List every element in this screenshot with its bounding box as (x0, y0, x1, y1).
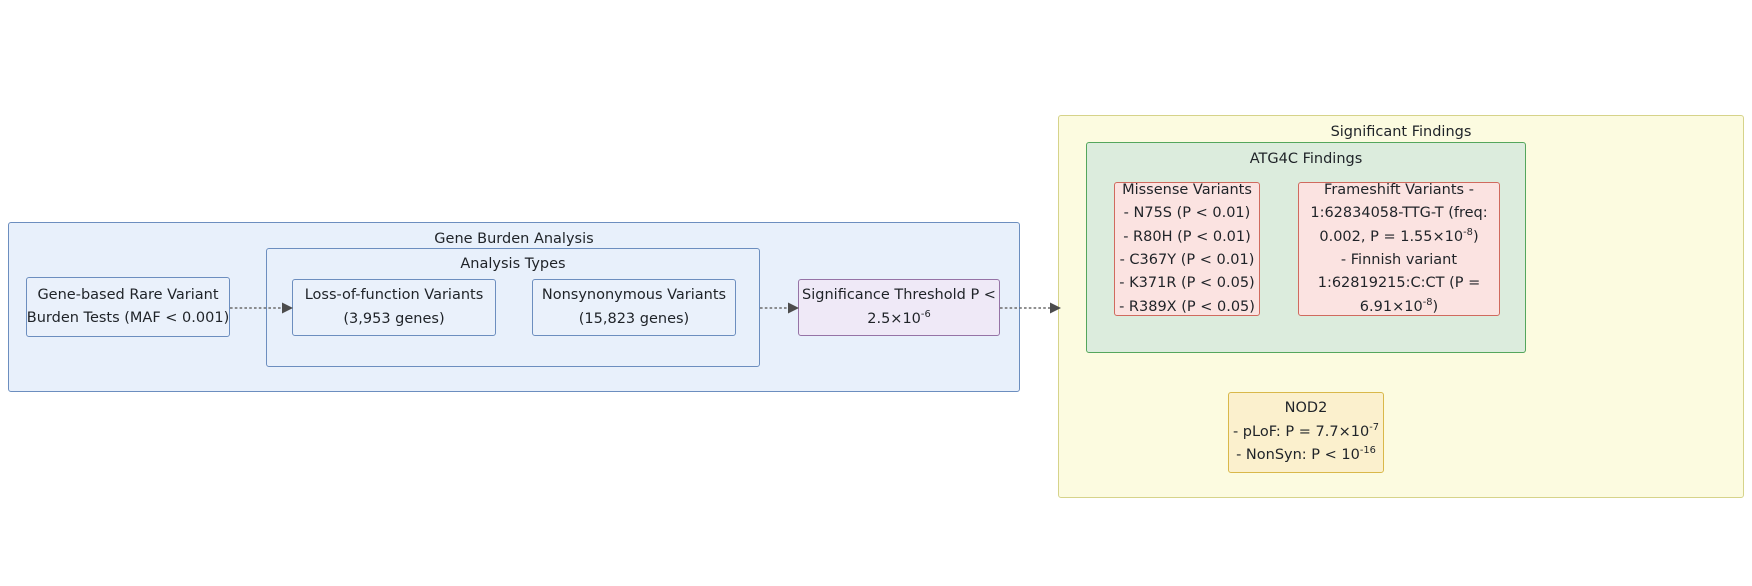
frameshift-line-1: Frameshift Variants - (1324, 181, 1474, 198)
frameshift-line-3-post: ) (1472, 228, 1479, 245)
nod2-plof-exponent: -7 (1369, 421, 1380, 433)
nod2-nonsyn-line: - NonSyn: P < 10-16 (1236, 444, 1376, 467)
nod2-plof-line: - pLoF: P = 7.7×10-7 (1233, 421, 1379, 444)
frameshift-line-6-exponent: -8 (1422, 297, 1433, 309)
missense-item-1: - R80H (P < 0.01) (1123, 228, 1251, 245)
frameshift-line-6: 6.91×10-8) (1360, 296, 1438, 319)
burden-tests-line-1: Gene-based Rare Variant (37, 286, 219, 303)
frameshift-line-3: 0.002, P = 1.55×10-8) (1319, 226, 1478, 249)
frameshift-line-6-pre: 6.91×10 (1359, 298, 1423, 315)
gene-based-rare-variant-burden-tests-node[interactable]: Gene-based Rare Variant Burden Tests (MA… (26, 277, 230, 337)
burden-tests-line-2: Burden Tests (MAF < 0.001) (26, 310, 230, 326)
threshold-line-2: 2.5×10-6 (867, 308, 931, 331)
gene-burden-analysis-title: Gene Burden Analysis (434, 231, 594, 247)
nod2-nonsyn-pre: - NonSyn: P < 10 (1236, 447, 1360, 464)
frameshift-line-2: 1:62834058-TTG-T (freq: (1310, 205, 1488, 222)
significant-findings-title: Significant Findings (1330, 124, 1472, 140)
nonsyn-line-2: (15,823 genes) (578, 310, 690, 327)
nod2-node[interactable]: NOD2 - pLoF: P = 7.7×10-7 - NonSyn: P < … (1228, 392, 1384, 473)
threshold-line-1: Significance Threshold P < (802, 287, 996, 304)
missense-item-2: - C367Y (P < 0.01) (1119, 252, 1255, 268)
frameshift-line-3-exponent: -8 (1463, 226, 1473, 238)
frameshift-line-6-post: ) (1432, 298, 1439, 315)
loss-of-function-variants-node[interactable]: Loss-of-function Variants (3,953 genes) (292, 279, 496, 336)
missense-variants-node[interactable]: Missense Variants - N75S (P < 0.01) - R8… (1114, 182, 1260, 316)
lof-line-1: Loss-of-function Variants (304, 287, 484, 304)
atg4c-findings-title: ATG4C Findings (1249, 151, 1363, 167)
missense-item-0: - N75S (P < 0.01) (1123, 205, 1251, 222)
significance-threshold-node[interactable]: Significance Threshold P < 2.5×10-6 (798, 279, 1000, 336)
threshold-base: 2.5×10 (867, 310, 921, 327)
missense-item-4: - R389X (P < 0.05) (1119, 298, 1255, 315)
nod2-plof-pre: - pLoF: P = 7.7×10 (1232, 423, 1370, 440)
frameshift-line-3-pre: 0.002, P = 1.55×10 (1319, 228, 1464, 245)
analysis-types-title: Analysis Types (460, 256, 566, 272)
missense-heading: Missense Variants (1122, 181, 1252, 198)
threshold-exponent: -6 (920, 308, 931, 320)
frameshift-line-4: - Finnish variant (1340, 252, 1458, 268)
nonsynonymous-variants-node[interactable]: Nonsynonymous Variants (15,823 genes) (532, 279, 736, 336)
nod2-heading: NOD2 (1284, 400, 1328, 417)
missense-item-3: - K371R (P < 0.05) (1119, 275, 1255, 292)
frameshift-variants-node[interactable]: Frameshift Variants - 1:62834058-TTG-T (… (1298, 182, 1500, 316)
nonsyn-line-1: Nonsynonymous Variants (541, 287, 727, 304)
nod2-nonsyn-exponent: -16 (1359, 445, 1376, 457)
frameshift-line-5: 1:62819215:C:CT (P = (1317, 275, 1481, 292)
lof-line-2: (3,953 genes) (343, 310, 445, 327)
